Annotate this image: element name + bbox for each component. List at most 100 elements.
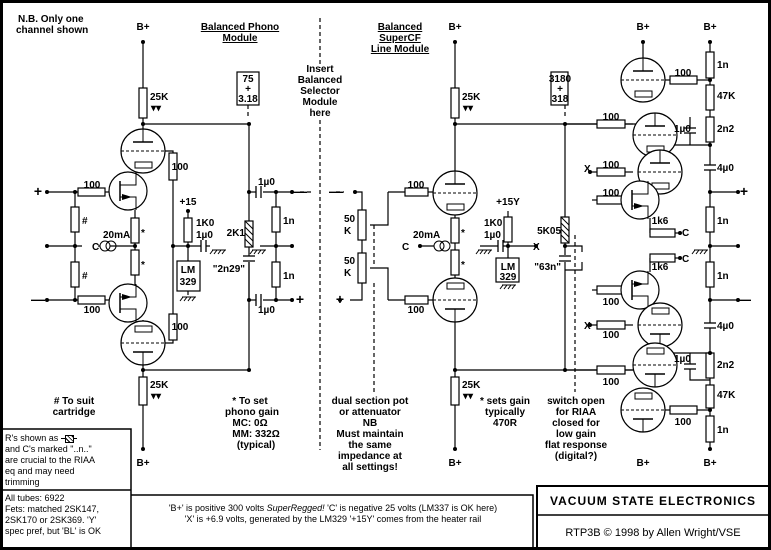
tubes-text: Fets: matched 2SK147, [5, 504, 100, 514]
tubes-text: spec pref, but 'BL' is OK [5, 526, 101, 536]
resistor-value: 1n [283, 271, 295, 282]
line-module-title: Balanced SuperCF Line Module [371, 22, 430, 55]
ground-icon [209, 249, 226, 255]
resistor [450, 376, 460, 406]
junction-dot [247, 298, 251, 302]
resistor-value: 100 [84, 305, 101, 316]
jfet [108, 171, 148, 211]
ground-icon [179, 296, 196, 302]
legend-box [1, 428, 132, 549]
junction-dot [274, 190, 278, 194]
note-line: the same [348, 440, 392, 451]
text-part: 'B+' is positive 300 volts [168, 503, 267, 513]
note-line: all settings! [342, 462, 398, 473]
resistor-value: 100 [84, 180, 101, 191]
junction-dot [290, 190, 294, 194]
wire [165, 150, 174, 153]
ground-icon [499, 284, 516, 290]
supply-label: +15 [180, 197, 197, 208]
resistor [271, 206, 281, 233]
tubes-text-block: All tubes: 6922 Fets: matched 2SK147, 2S… [5, 493, 129, 537]
jfet [620, 180, 660, 220]
note-line: Insert [306, 64, 334, 75]
c-supply-label: C [682, 254, 689, 265]
resistor-value: 100 [408, 180, 425, 191]
junction-dot [708, 78, 712, 82]
note-line: flat response [545, 440, 608, 451]
resistor [130, 217, 140, 244]
capacitor-value: 1µ0 [484, 230, 501, 241]
phono-gain-note: * To set phono gain MC: 0Ω MM: 332Ω (typ… [225, 396, 280, 451]
resistor [596, 365, 626, 375]
text-part: 'C' is negative 25 volts (LM337 is OK he… [324, 503, 498, 513]
box-border [1, 428, 132, 549]
junction-dot [708, 408, 712, 412]
marking-label: ▾▾ [150, 103, 162, 114]
junction-dot [563, 122, 567, 126]
ic-label: LM [501, 262, 515, 273]
ic-label: 329 [500, 272, 517, 283]
junction-dot [45, 244, 49, 248]
supply-line-1: 'B+' is positive 300 volts SuperRegged! … [136, 503, 530, 514]
junction-dot [678, 231, 682, 235]
legend-text-block: R's shown as and C's marked "..n.." are … [5, 433, 129, 488]
jfet [620, 270, 660, 310]
supply-notes-box [131, 494, 534, 549]
switch-note: switch open for RIAA closed for low gain… [545, 396, 608, 462]
wire [689, 353, 710, 381]
b-plus-label: B+ [703, 458, 716, 469]
eq-box-label: + [557, 84, 563, 95]
note-line: typically [485, 407, 525, 418]
wire [565, 245, 583, 252]
junction-dot [736, 244, 740, 248]
triode-tube [120, 320, 166, 366]
resistor-value: 100 [675, 68, 692, 79]
hash-mark: # [82, 271, 88, 282]
wire [350, 283, 363, 301]
title-line: Line Module [371, 44, 430, 55]
junction-dot [506, 244, 510, 248]
junction-dot [678, 256, 682, 260]
junction-dot [453, 122, 457, 126]
hatched-resistor-icon [61, 435, 78, 444]
legend-text: are crucial to the RIAA [5, 455, 96, 465]
b-plus-label: B+ [448, 458, 461, 469]
resistor [70, 261, 80, 288]
junction-dot [353, 190, 357, 194]
junction-dot [186, 209, 190, 213]
capacitor-value: 1µ0 [258, 305, 275, 316]
resistor [503, 216, 513, 243]
junction-dot [141, 122, 145, 126]
resistor [596, 119, 626, 129]
capacitor [684, 127, 696, 134]
resistor [450, 87, 460, 119]
resistor-value: 1K0 [484, 218, 503, 229]
resistor [705, 206, 715, 233]
phono-module-title-2: Module [223, 33, 258, 44]
capacitor-value: "63n" [534, 262, 561, 273]
drawing-title: RTP3B © 1998 by Allen Wright/VSE [565, 527, 740, 539]
precision-resistor [560, 216, 570, 244]
text-part: SuperRegged! [266, 503, 325, 513]
capacitor-value: 4µ0 [717, 321, 734, 332]
x-supply-label: X [533, 242, 540, 253]
resistor [450, 249, 460, 276]
note-line: or attenuator [339, 407, 401, 418]
junction-dot [563, 368, 567, 372]
junction-dot [736, 190, 740, 194]
resistor [596, 167, 626, 177]
note-line: here [309, 108, 331, 119]
b-plus-label: B+ [448, 22, 461, 33]
wire [165, 340, 174, 344]
resistor [705, 384, 715, 409]
junction-dot [708, 244, 712, 248]
wire [355, 191, 363, 210]
resistor [404, 187, 429, 197]
sets-gain-note: * sets gain typically 470R [480, 396, 530, 429]
title-line: SuperCF [379, 33, 421, 44]
capacitor [255, 294, 262, 306]
note-line: closed for [552, 418, 600, 429]
junction-dot [290, 244, 294, 248]
resistor-value: 25K [150, 380, 169, 391]
junction-dot [73, 190, 77, 194]
